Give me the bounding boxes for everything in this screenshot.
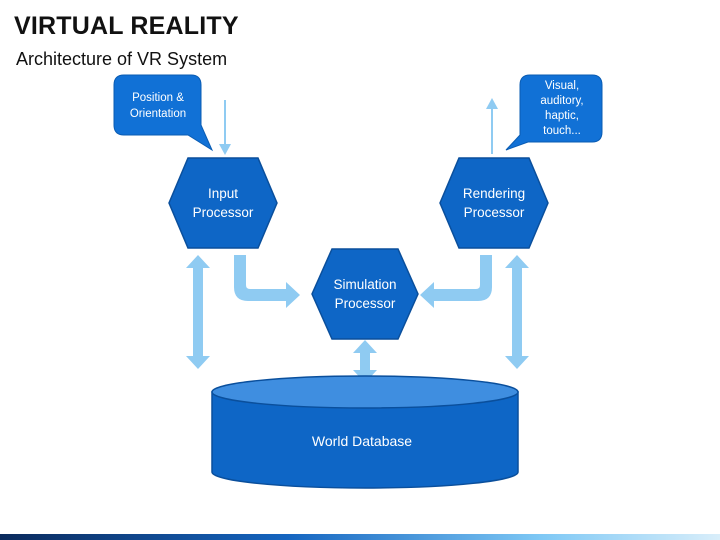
simulation-processor-text: Simulation Processor: [318, 271, 412, 317]
simulation-processor-label: Simulation Processor: [333, 277, 397, 311]
output-callout-bubble: [505, 74, 603, 151]
rendering-processor-label: Rendering Processor: [462, 186, 526, 220]
rendering-processor-hexagon: [439, 157, 549, 249]
input-callout-text: Position & Orientation: [116, 82, 200, 130]
simulation-database-double-arrow: [353, 340, 377, 383]
input-processor-label: Input Processor: [192, 186, 254, 220]
output-callout-text: Visual, auditory, haptic, touch...: [522, 78, 602, 140]
rendering-database-double-arrow: [505, 255, 529, 369]
page-title: VIRTUAL REALITY: [14, 12, 239, 40]
input-callout-label: Position & Orientation: [129, 92, 187, 120]
input-arrow: [219, 100, 231, 155]
rendering-to-simulation-arrow: [420, 255, 492, 308]
input-database-double-arrow: [186, 255, 210, 369]
input-callout-bubble: [113, 74, 214, 152]
world-database-label: World Database: [311, 433, 413, 449]
output-callout-label: Visual, auditory, haptic, touch...: [540, 80, 584, 137]
rendering-processor-text: Rendering Processor: [446, 180, 542, 226]
output-arrow: [486, 98, 498, 154]
input-processor-hexagon: [168, 157, 278, 249]
input-to-simulation-arrow: [234, 255, 300, 308]
simulation-processor-hexagon: [311, 248, 419, 340]
input-processor-text: Input Processor: [180, 180, 266, 226]
world-database-cylinder: [211, 375, 519, 489]
footer-gradient-bar: [0, 534, 720, 540]
page-subtitle: Architecture of VR System: [16, 49, 228, 69]
